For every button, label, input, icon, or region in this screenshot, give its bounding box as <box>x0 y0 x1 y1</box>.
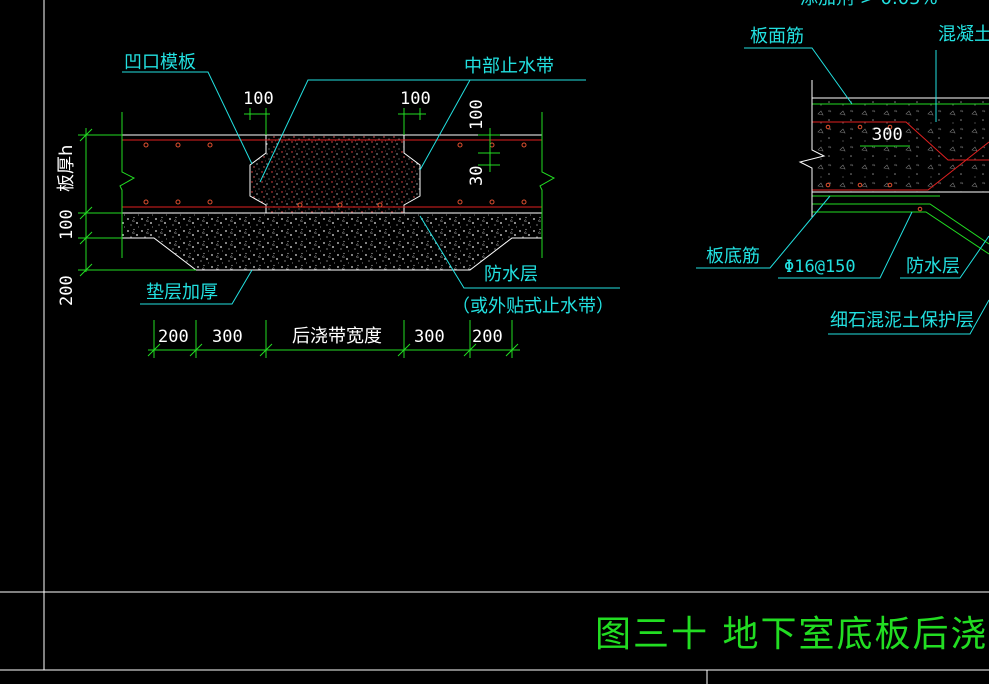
label-groove-formwork: 凹口模板 <box>124 52 196 73</box>
right-leaders <box>696 47 989 335</box>
dim-right-300: 300 <box>872 125 903 145</box>
label-cushion-thicken: 垫层加厚 <box>146 282 218 303</box>
left-detail: 板厚h 100 200 100 100 100 30 <box>56 52 620 358</box>
post-pour-concrete <box>249 134 421 214</box>
dim-bottom-300-right: 300 <box>414 327 445 347</box>
dim-bottom-300-left: 300 <box>212 327 243 347</box>
label-rebar-spec: Φ16@150 <box>784 257 856 277</box>
dim-left-100: 100 <box>57 209 77 240</box>
dim-right-100: 100 <box>467 99 487 130</box>
dim-band-width: 后浇带宽度 <box>292 326 382 347</box>
break-line-right <box>539 112 556 258</box>
dim-bottom-200-right: 200 <box>472 327 503 347</box>
label-concrete-partial: 混凝土结 <box>938 24 989 45</box>
label-waterproof-layer-left: 防水层 <box>484 264 538 285</box>
rebar-lines <box>122 139 542 208</box>
dim-bottom-200-left: 200 <box>158 327 189 347</box>
label-protective-layer: 细石混泥土保护层 <box>830 310 974 331</box>
label-waterproof-alt: （或外贴式止水带） <box>452 296 614 317</box>
break-line-left <box>119 112 136 258</box>
label-slab-thickness: 板厚h <box>56 145 77 192</box>
bottom-dimension <box>147 320 520 358</box>
label-waterproof-layer-right: 防水层 <box>906 256 960 277</box>
label-slab-bottom-rebar: 板底筋 <box>706 246 760 267</box>
label-slab-top-rebar: 板面筋 <box>750 26 804 47</box>
cushion-layer <box>121 212 543 271</box>
dim-right-30: 30 <box>467 166 487 186</box>
break-line-right-detail <box>798 80 826 218</box>
dim-top-right-100: 100 <box>400 89 431 109</box>
label-mid-waterstop: 中部止水带 <box>464 56 554 77</box>
drawing-title: 图三十 地下室底板后浇带 <box>595 614 989 655</box>
dim-top-left-100: 100 <box>243 89 274 109</box>
left-dimension <box>78 128 196 277</box>
right-slab <box>812 98 989 192</box>
left-leaders <box>122 71 620 305</box>
right-detail: 300 添加剂 > 0.05% 板面筋 混凝土结 板底筋 Φ16@150 防水层… <box>696 0 989 335</box>
dim-left-200: 200 <box>57 275 77 306</box>
label-top-partial: 添加剂 > 0.05% <box>800 0 938 9</box>
